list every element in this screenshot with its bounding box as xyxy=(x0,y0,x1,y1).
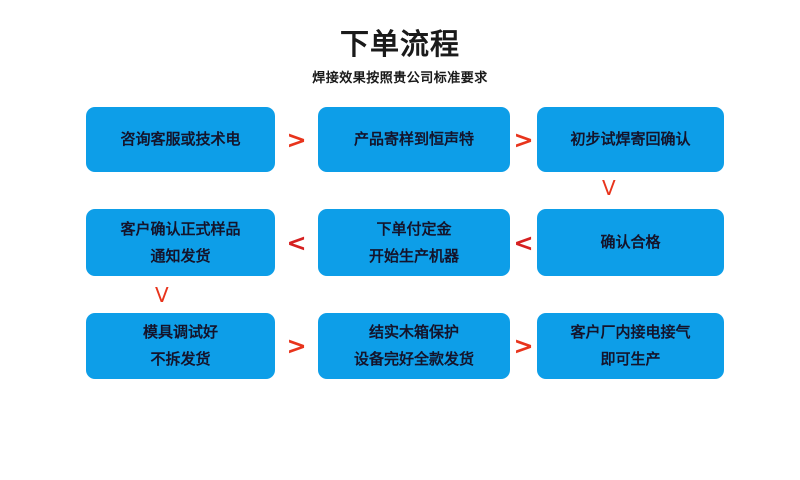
header: 下单流程 焊接效果按照贵公司标准要求 xyxy=(0,27,800,87)
flow-diagram: 咨询客服或技术电 > 产品寄样到恒声特 > 初步试焊寄回确认 客户确认正式样品 … xyxy=(86,107,724,379)
node-text-line: 设备完好全款发货 xyxy=(353,350,474,368)
node-text-line: 开始生产机器 xyxy=(368,246,459,265)
flow-arrow-left-icon: < xyxy=(286,228,307,257)
node-text-line: 客户厂内接电接气 xyxy=(570,323,691,341)
page-title: 下单流程 xyxy=(339,27,460,61)
flow-arrow-right-icon: > xyxy=(286,125,307,154)
flow-node-2-3[interactable]: 确认合格 xyxy=(537,209,724,276)
flow-row-1: 咨询客服或技术电 > 产品寄样到恒声特 > 初步试焊寄回确认 xyxy=(86,107,724,172)
node-text-line: 结实木箱保护 xyxy=(368,323,459,341)
node-text-line: 通知发货 xyxy=(150,246,211,265)
flow-node-2-1[interactable]: 客户确认正式样品 通知发货 xyxy=(86,209,275,276)
flow-chevron-down-icon: V xyxy=(602,176,616,200)
flow-arrow-right-icon: > xyxy=(513,125,534,154)
node-text-line: 不拆发货 xyxy=(150,350,211,368)
node-text-line: 下单付定金 xyxy=(376,219,452,238)
flow-node-1-3[interactable]: 初步试焊寄回确认 xyxy=(537,107,724,172)
node-text-line: 即可生产 xyxy=(600,350,661,368)
node-text-line: 客户确认正式样品 xyxy=(120,219,241,238)
node-text-line: 咨询客服或技术电 xyxy=(120,130,241,148)
flow-row-2: 客户确认正式样品 通知发货 < 下单付定金 开始生产机器 < 确认合格 xyxy=(86,209,724,276)
page-subtitle: 焊接效果按照贵公司标准要求 xyxy=(312,71,488,87)
flow-node-3-2[interactable]: 结实木箱保护 设备完好全款发货 xyxy=(318,313,510,379)
node-text-line: 确认合格 xyxy=(600,233,661,251)
flow-arrow-right-icon: > xyxy=(513,332,534,360)
flow-arrow-right-icon: > xyxy=(286,332,307,360)
node-text-line: 初步试焊寄回确认 xyxy=(570,130,691,148)
flow-node-3-1[interactable]: 模具调试好 不拆发货 xyxy=(86,313,275,379)
flow-node-1-1[interactable]: 咨询客服或技术电 xyxy=(86,107,275,172)
flow-node-1-2[interactable]: 产品寄样到恒声特 xyxy=(318,107,510,172)
flow-chevron-down-icon: V xyxy=(155,283,169,307)
flow-row-3: 模具调试好 不拆发货 > 结实木箱保护 设备完好全款发货 > 客户厂内接电接气 … xyxy=(86,313,724,379)
node-text-line: 产品寄样到恒声特 xyxy=(353,130,474,148)
node-text-line: 模具调试好 xyxy=(142,323,218,341)
flow-arrow-left-icon: < xyxy=(513,228,534,257)
flow-node-2-2[interactable]: 下单付定金 开始生产机器 xyxy=(318,209,510,276)
flow-node-3-3[interactable]: 客户厂内接电接气 即可生产 xyxy=(537,313,724,379)
